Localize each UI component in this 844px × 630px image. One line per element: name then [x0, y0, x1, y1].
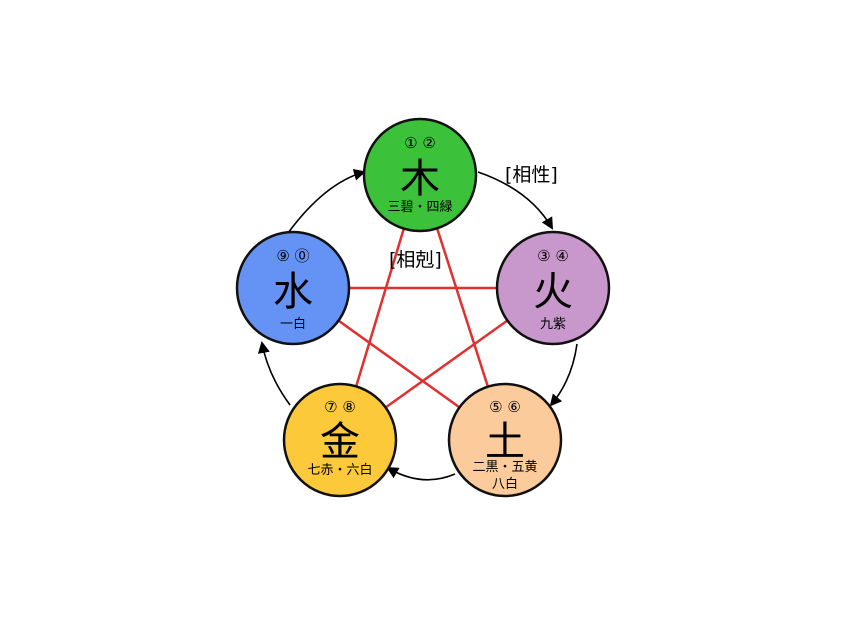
- wood-glyph: 木: [400, 156, 440, 202]
- wood-circle: [362, 117, 478, 233]
- arrow-water-to-wood: [287, 168, 366, 234]
- metal-sub-label: 七赤・六白: [307, 462, 372, 478]
- earth-numbers: ⑤ ⑥: [489, 398, 521, 416]
- metal-numbers: ⑦ ⑧: [324, 398, 356, 416]
- water-glyph: 水: [273, 269, 313, 315]
- overcoming-label: [相剋]: [389, 249, 442, 271]
- arrow-metal-to-water: [257, 341, 291, 406]
- earth-circle: [447, 382, 563, 498]
- fire-glyph: 火: [533, 269, 573, 315]
- fire-sub-label: 九紫: [540, 317, 566, 332]
- element-node-water: ⑨ ⓪ 水 一白: [235, 230, 351, 346]
- fire-numbers: ③ ④: [537, 247, 569, 265]
- fire-circle: [495, 230, 611, 346]
- wood-numbers: ① ②: [404, 134, 436, 152]
- element-node-earth: ⑤ ⑥ 土 二黒・五黄 八白: [447, 382, 563, 498]
- water-sub-label: 一白: [280, 316, 306, 332]
- element-node-wood: ① ② 木 三碧・四緑: [362, 117, 478, 233]
- earth-sub-label-2: 八白: [492, 476, 518, 492]
- element-node-fire: ③ ④ 火 九紫: [495, 230, 611, 346]
- earth-glyph: 土: [485, 419, 525, 465]
- element-node-metal: ⑦ ⑧ 金 七赤・六白: [282, 382, 398, 498]
- water-numbers: ⑨ ⓪: [276, 247, 309, 265]
- wood-sub-label: 三碧・四緑: [387, 200, 452, 215]
- metal-glyph: 金: [320, 419, 360, 465]
- earth-sub-label: 二黒・五黄: [472, 460, 537, 475]
- arrow-wood-to-fire: [477, 171, 554, 230]
- metal-circle: [282, 382, 398, 498]
- generating-cycle-arrows: [257, 168, 578, 481]
- generating-label: [相性]: [505, 164, 558, 186]
- arrow-earth-to-metal: [386, 466, 456, 481]
- water-circle: [235, 230, 351, 346]
- arrow-fire-to-earth: [549, 343, 578, 407]
